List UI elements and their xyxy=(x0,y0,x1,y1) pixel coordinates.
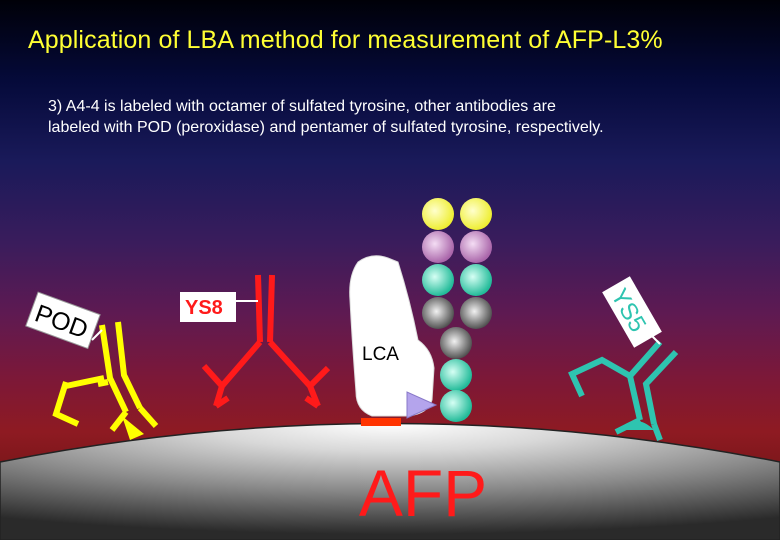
pod-linker xyxy=(91,329,103,341)
glycan-teal-lower-1 xyxy=(440,359,472,391)
afp-label: AFP xyxy=(359,456,487,530)
glycan-dark-right xyxy=(460,297,492,329)
pod-antibody-icon xyxy=(52,321,159,432)
description: 3) A4-4 is labeled with octamer of sulfa… xyxy=(48,96,768,138)
glycan-yellow-right xyxy=(460,198,492,230)
ys8-antibody-icon xyxy=(201,274,331,409)
glycan-purple-left xyxy=(422,231,454,263)
pod-antibody-tip xyxy=(122,416,144,440)
glycan-teal-right xyxy=(460,264,492,296)
glycan-teal-left xyxy=(422,264,454,296)
glycan-dark-center xyxy=(440,327,472,359)
ys5-antibody-foot xyxy=(618,421,654,430)
page-title: Application of LBA method for measuremen… xyxy=(28,26,663,54)
ys8-label: YS8 xyxy=(185,297,223,319)
glycan-yellow-left xyxy=(422,198,454,230)
glycan-purple-right xyxy=(460,231,492,263)
description-line-2: labeled with POD (peroxidase) and pentam… xyxy=(48,119,604,136)
glycan-triangle-icon xyxy=(406,391,438,419)
lca-label: LCA xyxy=(362,344,399,365)
glycan-teal-lower-2 xyxy=(440,390,472,422)
ys8-label-box xyxy=(180,292,236,322)
glycan-chain xyxy=(422,198,492,422)
afp-surface xyxy=(0,422,780,540)
lca-lectin-icon xyxy=(349,255,435,417)
description-line-1: 3) A4-4 is labeled with octamer of sulfa… xyxy=(48,98,556,115)
pod-label-box: POD xyxy=(25,291,101,350)
lca-anchor-bar xyxy=(361,418,401,426)
glycan-dark-left xyxy=(422,297,454,329)
